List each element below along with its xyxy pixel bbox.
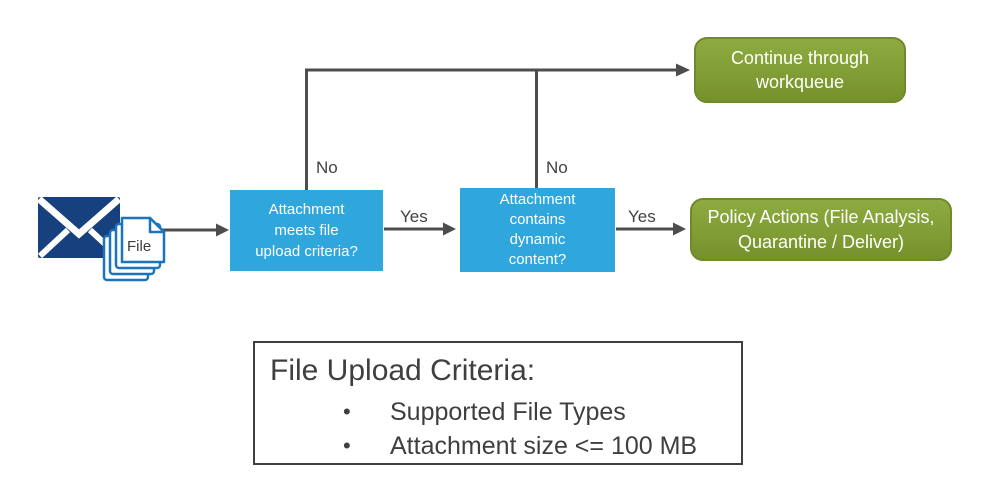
node-upload-criteria-label: Attachment meets file upload criteria? — [255, 201, 358, 260]
arrowhead-yes-2 — [673, 222, 686, 236]
file-upload-criteria-box: File Upload Criteria: • Supported File T… — [253, 341, 743, 465]
criteria-bullet-item: • Supported File Types — [343, 398, 626, 427]
arrowhead-yes-1 — [443, 222, 456, 236]
criteria-title: File Upload Criteria: — [270, 354, 536, 387]
node-continue-workqueue: Continue through workqueue — [694, 37, 906, 103]
edge-label-no-1: No — [316, 158, 338, 177]
edge-label-yes-1: Yes — [400, 207, 428, 226]
node-continue-workqueue-label: Continue through workqueue — [730, 47, 870, 92]
criteria-bullet-text: Attachment size <= 100 MB — [390, 432, 698, 460]
file-stack-icon: File — [102, 216, 166, 282]
criteria-bullet-item: • Attachment size <= 100 MB — [343, 432, 697, 461]
file-label: File — [127, 238, 151, 255]
bullet-icon: • — [343, 433, 351, 458]
criteria-bullet-text: Supported File Types — [390, 398, 626, 426]
bullet-icon: • — [343, 399, 351, 424]
arrowhead-workqueue — [676, 63, 690, 77]
node-dynamic-content-label: Attachment contains dynamic content? — [499, 190, 576, 269]
edge-label-no-2: No — [546, 158, 568, 177]
edge-label-yes-2: Yes — [628, 207, 656, 226]
node-upload-criteria-check: Attachment meets file upload criteria? — [230, 190, 383, 271]
node-policy-actions-label: Policy Actions (File Analysis, Quarantin… — [707, 207, 935, 252]
arrowhead-source — [216, 223, 229, 237]
node-policy-actions: Policy Actions (File Analysis, Quarantin… — [690, 198, 952, 261]
node-dynamic-content-check: Attachment contains dynamic content? — [460, 188, 615, 272]
